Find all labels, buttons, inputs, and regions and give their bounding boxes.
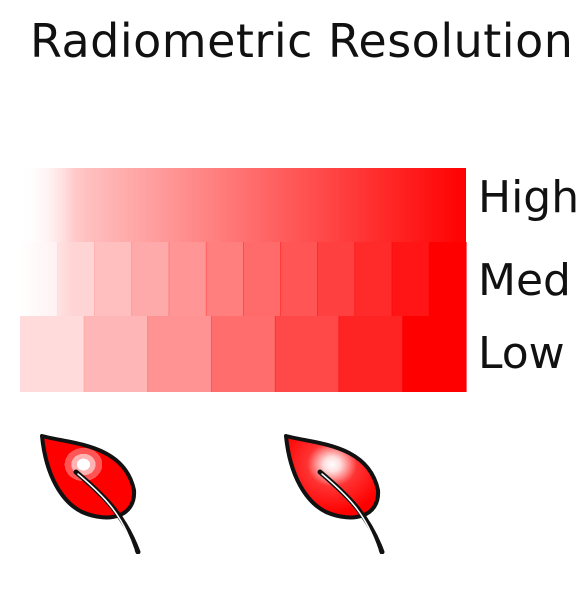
label-med: Med xyxy=(478,255,571,306)
label-low: Low xyxy=(478,328,565,379)
step-swatch xyxy=(402,316,467,392)
step-swatch xyxy=(338,316,403,392)
step-swatch xyxy=(83,316,149,392)
step-swatch xyxy=(274,316,340,392)
step-swatch xyxy=(147,316,212,392)
step-swatch xyxy=(211,316,276,392)
gradient-bars xyxy=(20,168,467,392)
diagram-title: Radiometric Resolution xyxy=(30,14,574,68)
bar-high xyxy=(20,168,466,242)
leaf-icon-coarse xyxy=(40,434,141,554)
label-high: High xyxy=(478,172,579,223)
leaf-icon-smooth xyxy=(284,434,385,554)
bar-med xyxy=(20,242,467,316)
bar-low xyxy=(20,316,467,392)
step-swatch xyxy=(20,316,85,392)
